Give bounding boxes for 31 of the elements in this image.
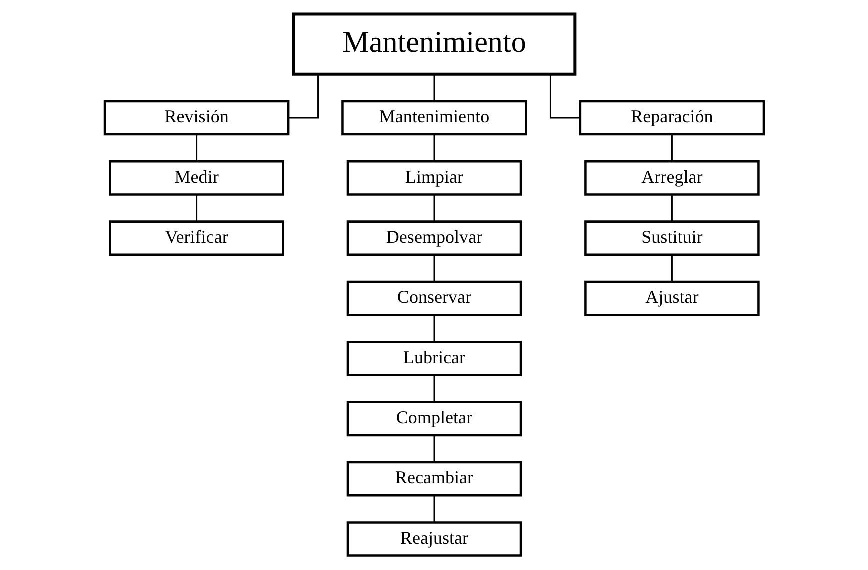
connector	[549, 74, 580, 119]
connector	[433, 255, 435, 282]
connector	[433, 376, 435, 402]
connector	[433, 436, 435, 462]
node-box: Desempolvar	[346, 220, 522, 256]
node-box: Mantenimiento	[292, 12, 576, 76]
node-box: Recambiar	[346, 461, 522, 497]
connector	[433, 316, 435, 342]
node-box: Reajustar	[346, 522, 522, 557]
connector	[670, 135, 672, 162]
connector	[196, 195, 198, 222]
connector	[196, 135, 198, 162]
connector	[670, 255, 672, 282]
node-box: Arreglar	[584, 160, 760, 196]
node-box: Medir	[108, 160, 284, 196]
node-box: Ajustar	[584, 280, 760, 316]
connector	[670, 195, 672, 222]
node-box: Conservar	[346, 280, 522, 316]
node-box: Mantenimiento	[341, 100, 527, 136]
node-box: Completar	[346, 401, 522, 437]
node-box: Sustituir	[584, 220, 760, 256]
connector	[433, 195, 435, 222]
node-box: Lubricar	[346, 341, 522, 376]
connector	[433, 496, 435, 522]
connector	[433, 74, 435, 102]
node-box: Limpiar	[346, 160, 522, 196]
connector	[288, 74, 319, 119]
node-box: Verificar	[108, 220, 284, 256]
node-box: Revisión	[103, 100, 290, 136]
connector	[433, 135, 435, 162]
node-box: Reparación	[578, 100, 765, 136]
